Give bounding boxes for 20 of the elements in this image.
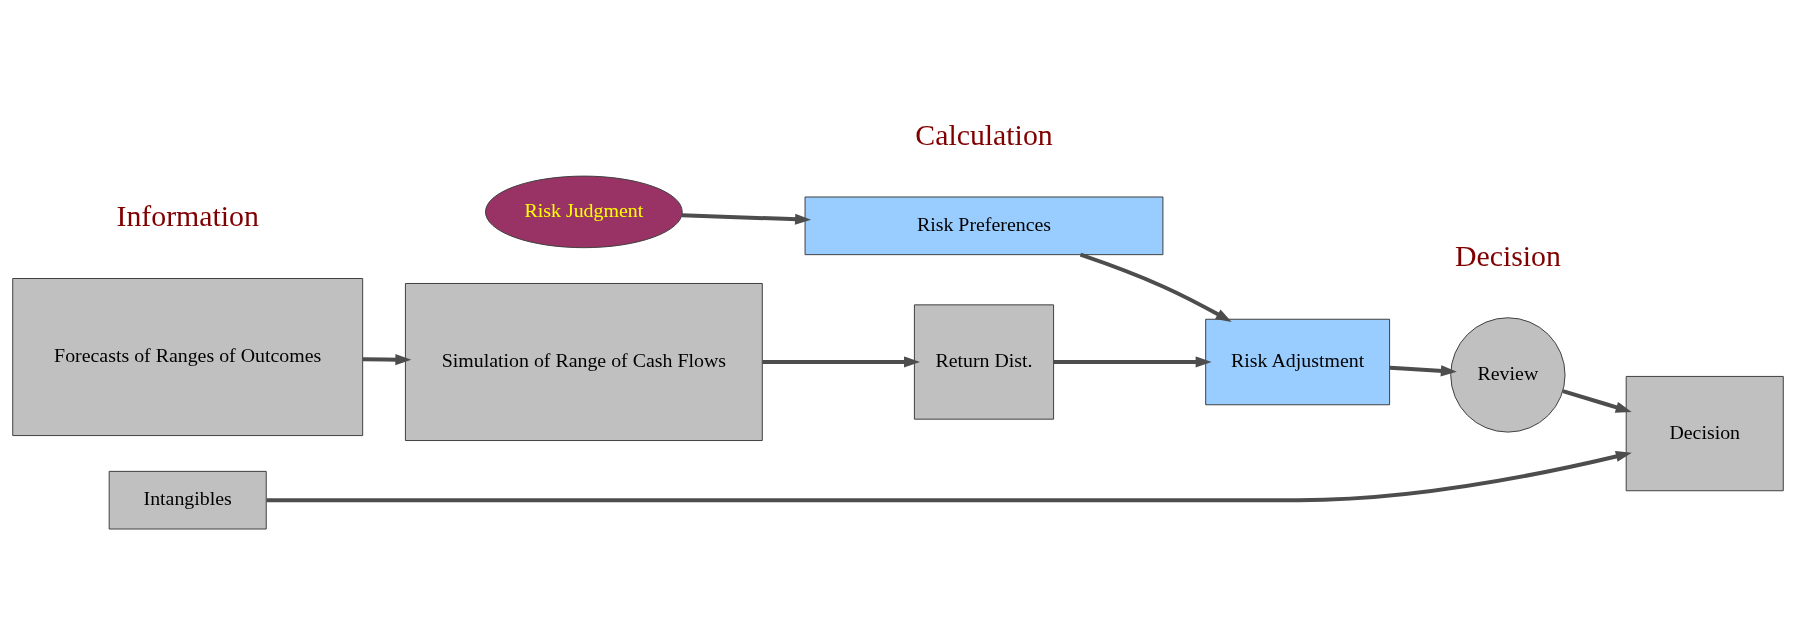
arrow <box>1562 388 1632 413</box>
arrow <box>362 353 412 365</box>
node-ellipse: Risk Judgment <box>485 175 683 248</box>
node-box: Risk Adjustment <box>1205 318 1391 405</box>
arrow <box>762 355 920 368</box>
arrow <box>1053 355 1212 368</box>
node-circle: Review <box>1450 316 1566 433</box>
label: Calculation <box>915 117 1053 151</box>
label: Decision <box>1454 238 1561 272</box>
arrow <box>266 450 1632 502</box>
arrow <box>681 212 812 225</box>
node-box: Forecasts of Ranges of Outcomes <box>12 277 364 436</box>
label: Information <box>116 198 259 232</box>
node-box: Intangibles <box>108 470 267 529</box>
arrow <box>1079 252 1232 322</box>
node-box: Decision <box>1625 375 1784 491</box>
arrow <box>1389 364 1457 376</box>
node-box: Risk Preferences <box>804 196 1164 255</box>
node-box: Simulation of Range of Cash Flows <box>404 282 763 441</box>
node-box: Return Dist. <box>913 303 1055 420</box>
